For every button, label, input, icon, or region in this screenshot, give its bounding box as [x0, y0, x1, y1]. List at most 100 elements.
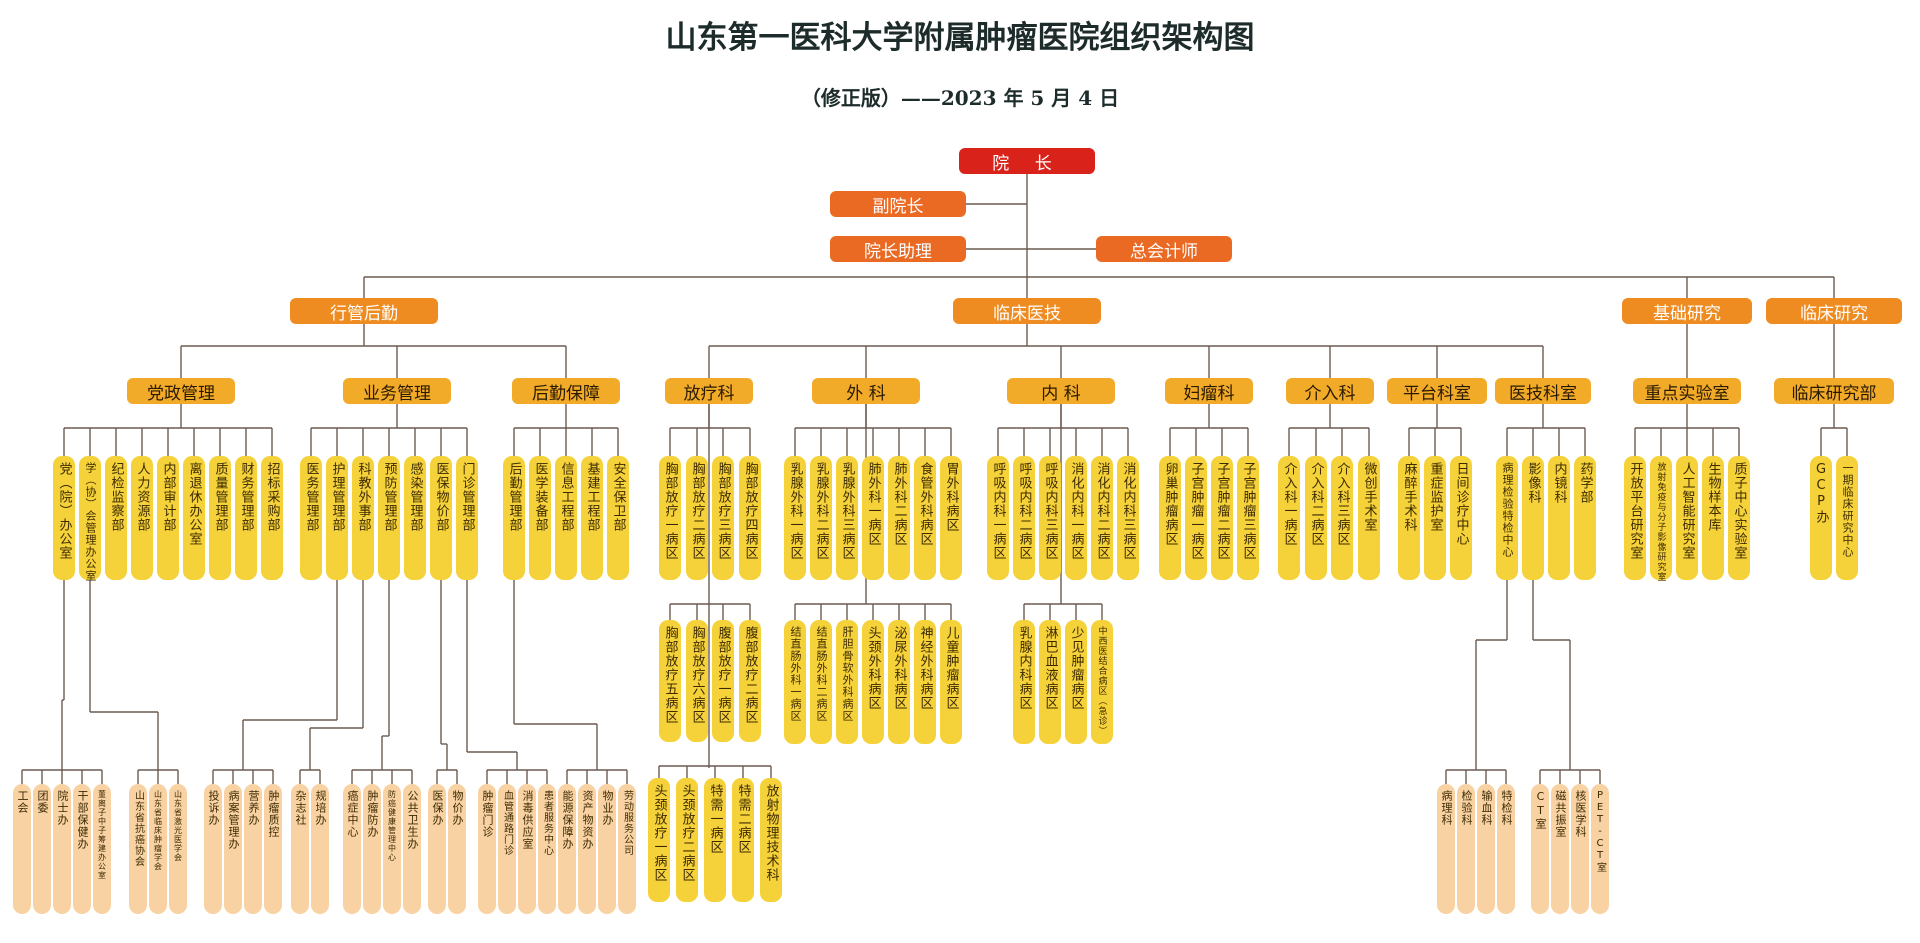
sub-unit-box: 杂志社: [291, 784, 309, 914]
sub-unit-box-label: 杂志社: [294, 790, 307, 826]
sub-unit-box: 特检科: [1497, 784, 1515, 914]
sub-unit-box-label: 物价办: [451, 790, 464, 826]
unit-box: 纪检监察部: [105, 456, 127, 580]
unit-box-label: 离退休办公室: [186, 462, 202, 546]
sub-unit-box: 院士办: [53, 784, 71, 914]
unit-box: 胸部放疗二病区: [686, 456, 708, 580]
sub-unit-box-label: 工会: [16, 790, 29, 814]
sub-unit-box-label: 院士办: [56, 790, 69, 826]
surg-row2-box-label: 肝胆骨软外科病区: [841, 626, 854, 722]
unit-box-label: 人工智能研究室: [1679, 462, 1695, 560]
unit-box: GCP办: [1810, 456, 1832, 580]
sub-unit-box: 消毒供应室: [518, 784, 536, 914]
sub-unit-box-label: 公共卫生办: [406, 790, 419, 850]
unit-box: 介入科三病区: [1331, 456, 1353, 580]
sub-unit-box-label: 能源保障办: [561, 790, 574, 850]
sub-unit-box: 工会: [13, 784, 31, 914]
unit-box: 基建工程部: [581, 456, 603, 580]
unit-box: 一期临床研究中心: [1836, 456, 1858, 580]
unit-box: 子宫肿瘤一病区: [1185, 456, 1207, 580]
surg-row2-box-label: 结直肠外科一病区: [789, 626, 802, 722]
unit-box-label: 人力资源部: [134, 462, 150, 532]
unit-box: 呼吸内科二病区: [1013, 456, 1035, 580]
unit-box: 内镜科: [1548, 456, 1570, 580]
unit-box: 质量管理部: [209, 456, 231, 580]
sub-unit-box-label: 董离子中子筹建办公室: [97, 790, 107, 880]
sub-unit-box-label: 山东省抗癌协会: [132, 790, 144, 867]
unit-box-label: 日间诊疗中心: [1453, 462, 1469, 546]
sub-unit-box-label: 病案管理办: [227, 790, 240, 850]
unit-box-label: 微创手术室: [1361, 462, 1377, 532]
sub-unit-box: 山东省临床肿瘤学会: [149, 784, 167, 914]
sub-unit-box: 肿瘤质控: [264, 784, 282, 914]
group-box-11: 临床研究部: [1774, 378, 1894, 404]
unit-box-label: 介入科一病区: [1281, 462, 1297, 546]
surg-row2-box: 泌尿外科病区: [888, 620, 910, 744]
unit-box-label: 安全保卫部: [610, 462, 626, 532]
unit-box: 消化内科三病区: [1117, 456, 1139, 580]
unit-box-label: 科教外事部: [355, 462, 371, 532]
unit-box: 开放平台研究室: [1624, 456, 1646, 580]
unit-box-label: 胃外科病区: [943, 462, 959, 532]
rad-row3-box: 特需一病区: [704, 778, 726, 902]
unit-box: 门诊管理部: [456, 456, 478, 580]
rad-row3-box: 特需二病区: [732, 778, 754, 902]
sub-unit-box-label: 山东省激光医学会: [173, 790, 183, 862]
group-box-9: 医技科室: [1495, 378, 1591, 404]
unit-box: 介入科二病区: [1305, 456, 1327, 580]
surg-row2-box: 肝胆骨软外科病区: [836, 620, 858, 744]
section-box-0: 行管后勤: [290, 298, 438, 324]
group-box-5: 内 科: [1007, 378, 1115, 404]
group-box-1: 业务管理: [343, 378, 451, 404]
med-row2-box-label: 淋巴血液病区: [1042, 626, 1058, 710]
sub-unit-box-label: 肿瘤质控: [267, 790, 280, 838]
unit-box: 护理管理部: [326, 456, 348, 580]
unit-box: 药学部: [1574, 456, 1596, 580]
sub-unit-box-label: 医保办: [431, 790, 444, 826]
unit-box-label: 预防管理部: [381, 462, 397, 532]
med-row2-box: 乳腺内科病区: [1013, 620, 1035, 744]
unit-box: 卵巢肿瘤病区: [1159, 456, 1181, 580]
unit-box-label: 乳腺外科一病区: [787, 462, 803, 560]
unit-box: 消化内科二病区: [1091, 456, 1113, 580]
rad-row2-box: 胸部放疗五病区: [659, 620, 681, 742]
unit-box: 学（协）会管理办公室: [79, 456, 101, 582]
sub-unit-box-label: 干部保健办: [76, 790, 89, 850]
sub-unit-box-label: 特检科: [1500, 790, 1513, 826]
section-box-2: 基础研究: [1622, 298, 1752, 324]
unit-box: 子宫肿瘤二病区: [1211, 456, 1233, 580]
med-row2-box: 中西医结合病区（急诊）: [1091, 620, 1113, 744]
sub-unit-box-label: 团委: [36, 790, 49, 814]
unit-box-label: 放射免疫与分子影像研究室: [1655, 462, 1666, 582]
sub-unit-box: 检验科: [1457, 784, 1475, 914]
unit-box: 感染管理部: [404, 456, 426, 580]
unit-box: 人力资源部: [131, 456, 153, 580]
unit-box-label: 财务管理部: [238, 462, 254, 532]
rad-row2-box: 腹部放疗二病区: [739, 620, 761, 742]
surg-row2-box: 神经外科病区: [914, 620, 936, 744]
sub-unit-box: 核医学科: [1571, 784, 1589, 914]
unit-box-label: 信息工程部: [558, 462, 574, 532]
sub-unit-box-label: 规培办: [314, 790, 327, 826]
unit-box: 医学装备部: [529, 456, 551, 580]
unit-box: 食管外科病区: [914, 456, 936, 580]
unit-box-label: 胸部放疗一病区: [662, 462, 678, 560]
unit-box-label: 病理检验特检中心: [1501, 462, 1514, 558]
unit-box: 内部审计部: [157, 456, 179, 580]
unit-box: 消化内科一病区: [1065, 456, 1087, 580]
unit-box: 离退休办公室: [183, 456, 205, 580]
unit-box: 乳腺外科三病区: [836, 456, 858, 580]
unit-box-label: 子宫肿瘤一病区: [1188, 462, 1204, 560]
unit-box-label: 食管外科病区: [917, 462, 933, 546]
surg-row2-box-label: 儿童肿瘤病区: [943, 626, 959, 710]
unit-box-label: 一期临床研究中心: [1841, 462, 1854, 558]
rad-row3-box-label: 头颈放疗二病区: [679, 784, 695, 882]
group-box-2: 后勤保障: [512, 378, 620, 404]
sub-unit-box-label: 病理科: [1440, 790, 1453, 826]
unit-box: 后勤管理部: [503, 456, 525, 580]
section-box-3: 临床研究: [1766, 298, 1902, 324]
unit-box: 重症监护室: [1424, 456, 1446, 580]
unit-box-label: 消化内科二病区: [1094, 462, 1110, 560]
sub-unit-box-label: 检验科: [1460, 790, 1473, 826]
sub-unit-box: 医保办: [428, 784, 446, 914]
